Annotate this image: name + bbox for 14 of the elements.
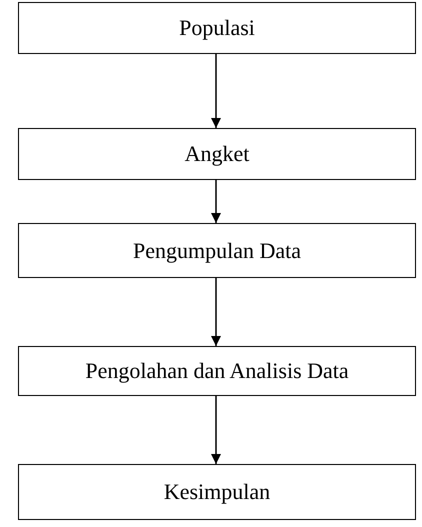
arrow [211, 278, 221, 346]
box-label: Pengolahan dan Analisis Data [85, 358, 349, 384]
arrow [211, 396, 221, 464]
process-box [18, 223, 416, 278]
box-label: Kesimpulan [164, 479, 270, 505]
box-label: Populasi [179, 15, 255, 41]
arrow [211, 180, 221, 223]
process-box [18, 2, 416, 54]
process-box [18, 464, 416, 520]
arrow [211, 54, 221, 128]
process-box [18, 128, 416, 180]
process-box [18, 346, 416, 396]
box-label: Angket [184, 141, 250, 167]
box-label: Pengumpulan Data [132, 238, 302, 264]
